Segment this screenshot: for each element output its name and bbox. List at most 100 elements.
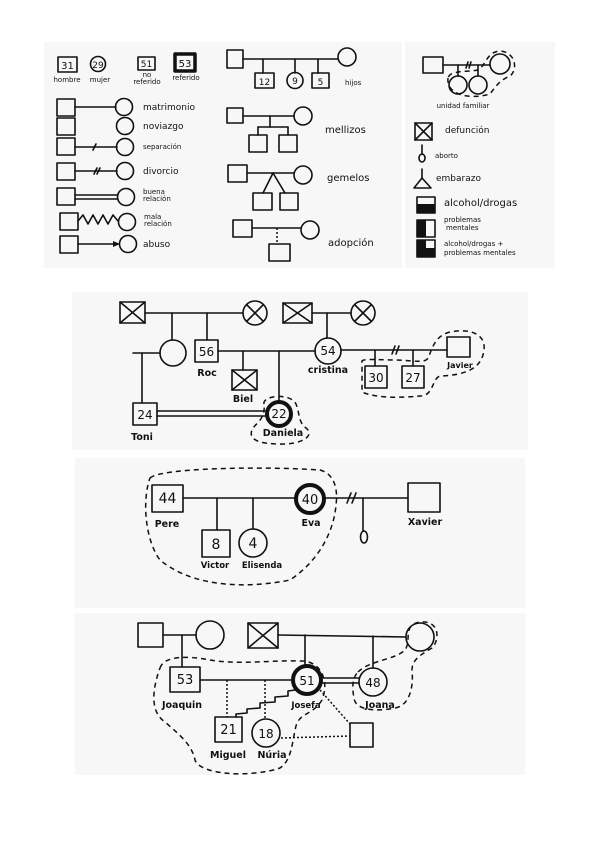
cristina-name: cristina xyxy=(308,365,348,376)
xavier-name: Xavier xyxy=(408,517,443,528)
joaquin-name: Joaquin xyxy=(161,700,202,711)
josefa-name: Josefa xyxy=(290,701,321,711)
legend-hijos: 12 9 5 hijos xyxy=(226,47,362,90)
legend-aborto-label: aborto xyxy=(435,152,458,160)
legend-adopcion: adopción xyxy=(232,219,374,262)
legend-man: 31 hombre xyxy=(53,56,81,84)
elisenda-age: 4 xyxy=(249,536,258,552)
legend-defuncion-label: defunción xyxy=(445,125,490,136)
legend-matrimonio-label: matrimonio xyxy=(143,103,195,113)
legend-matrimonio: matrimonio xyxy=(56,97,195,117)
legend-unidad-familiar-label: unidad familiar xyxy=(437,102,490,110)
javier-name: Javier xyxy=(446,361,473,370)
legend-alcohol-y-mentales: alcohol/drogas + problemas mentales xyxy=(416,239,516,258)
deceased-grandmother-2 xyxy=(350,300,376,326)
legend-referred-age: 53 xyxy=(179,59,192,70)
legend-problemas-mentales-label: problemas xyxy=(444,216,481,224)
josefa xyxy=(291,664,323,696)
daniela xyxy=(265,400,293,428)
legend-child-age: 5 xyxy=(318,78,324,88)
legend-embarazo-label: embarazo xyxy=(436,174,481,184)
legend-not-referred-label: referido xyxy=(133,78,160,86)
legend-defuncion: defunción xyxy=(414,122,490,141)
legend-panel-markers xyxy=(405,42,555,268)
eva xyxy=(294,483,326,515)
biel xyxy=(231,369,258,391)
miguel-name: Miguel xyxy=(210,750,246,761)
legend-hijos-label: hijos xyxy=(345,79,362,87)
joana-name: Joana xyxy=(364,700,395,711)
legend-not-referred-age: 51 xyxy=(141,60,152,70)
legend-alcohol-y-mentales-label: alcohol/drogas + xyxy=(444,240,503,248)
child-27 xyxy=(401,365,425,389)
legend-alcohol-drogas: alcohol/drogas xyxy=(416,196,517,214)
deceased-grandmother-1 xyxy=(242,300,268,326)
conflict-line xyxy=(235,689,296,718)
legend-buena-relacion: buena relación xyxy=(56,187,171,207)
legend-child-age: 9 xyxy=(292,77,298,87)
javier xyxy=(446,336,471,358)
daniela-name: Daniela xyxy=(263,428,303,439)
legend-divorcio: divorcio xyxy=(56,161,179,181)
genogram-1-panel xyxy=(72,292,528,450)
roc-age: 56 xyxy=(199,345,214,359)
roc-name: Roc xyxy=(197,368,216,379)
abortion-marker xyxy=(359,530,369,544)
victor-name: Victor xyxy=(201,561,230,571)
legend-adopcion-label: adopción xyxy=(328,237,374,249)
biel-name: Biel xyxy=(233,394,253,405)
joana-age: 48 xyxy=(365,676,380,690)
pere-age: 44 xyxy=(159,491,177,507)
legend-man-age: 31 xyxy=(61,61,74,72)
legend-gemelos: gemelos xyxy=(227,164,370,211)
legend-not-referred: 51 no referido xyxy=(133,56,161,86)
aunt xyxy=(159,339,187,367)
legend-abuso-label: abuso xyxy=(143,240,171,250)
xavier xyxy=(407,482,441,513)
legend-referred: 53 referido xyxy=(172,52,200,82)
josefa-age: 51 xyxy=(299,674,314,688)
miguel-age: 21 xyxy=(220,723,237,738)
legend-alcohol-y-mentales-label: problemas mentales xyxy=(444,249,516,257)
legend-noviazgo-label: noviazgo xyxy=(143,122,184,132)
legend-alcohol-drogas-label: alcohol/drogas xyxy=(444,198,517,209)
legend-problemas-mentales: problemas mentales xyxy=(416,216,481,238)
cristina-age: 54 xyxy=(320,344,335,358)
daniela-age: 22 xyxy=(271,407,286,421)
legend-mellizos-label: mellizos xyxy=(325,125,366,136)
family-unit-outline xyxy=(361,330,485,398)
legend-mellizos: mellizos xyxy=(226,106,366,153)
legend-child-age: 12 xyxy=(259,78,270,88)
partner xyxy=(349,722,374,748)
legend-woman: 29 mujer xyxy=(89,55,110,84)
family-unit-outline xyxy=(144,467,338,586)
genogram-3: 53 Joaquin 51 Josefa 48 Joana 21 Miguel … xyxy=(137,620,438,775)
legend-divorcio-label: divorcio xyxy=(143,167,179,177)
cristina xyxy=(314,337,342,365)
nuria xyxy=(251,718,281,748)
legend-separacion: separación xyxy=(56,137,181,157)
legend-not-referred-label: no xyxy=(143,71,152,79)
family-unit-outline xyxy=(352,621,438,711)
victor-age: 8 xyxy=(212,537,221,553)
child-27-age: 27 xyxy=(405,371,420,385)
eva-age: 40 xyxy=(302,493,319,508)
toni xyxy=(132,402,158,426)
joana xyxy=(358,667,388,697)
family-unit-outline xyxy=(153,656,326,775)
legend-embarazo: embarazo xyxy=(413,168,481,189)
genogram-2: 44 Pere 40 Eva 8 Victor 4 Elisenda Xavie… xyxy=(144,467,443,586)
legend-panel xyxy=(44,42,402,268)
grandmother xyxy=(405,622,435,652)
legend-woman-age: 29 xyxy=(92,61,104,71)
pere-name: Pere xyxy=(155,519,180,530)
joaquin-age: 53 xyxy=(177,673,194,688)
miguel xyxy=(214,716,243,743)
legend-buena-relacion-label: buena xyxy=(143,188,165,196)
legend-abuso: abuso xyxy=(59,234,171,254)
legend-referred-label: referido xyxy=(172,74,199,82)
legend-mala-relacion-label: relación xyxy=(144,220,172,228)
grandmother-joaquin-side xyxy=(195,620,225,650)
victor xyxy=(201,529,231,558)
